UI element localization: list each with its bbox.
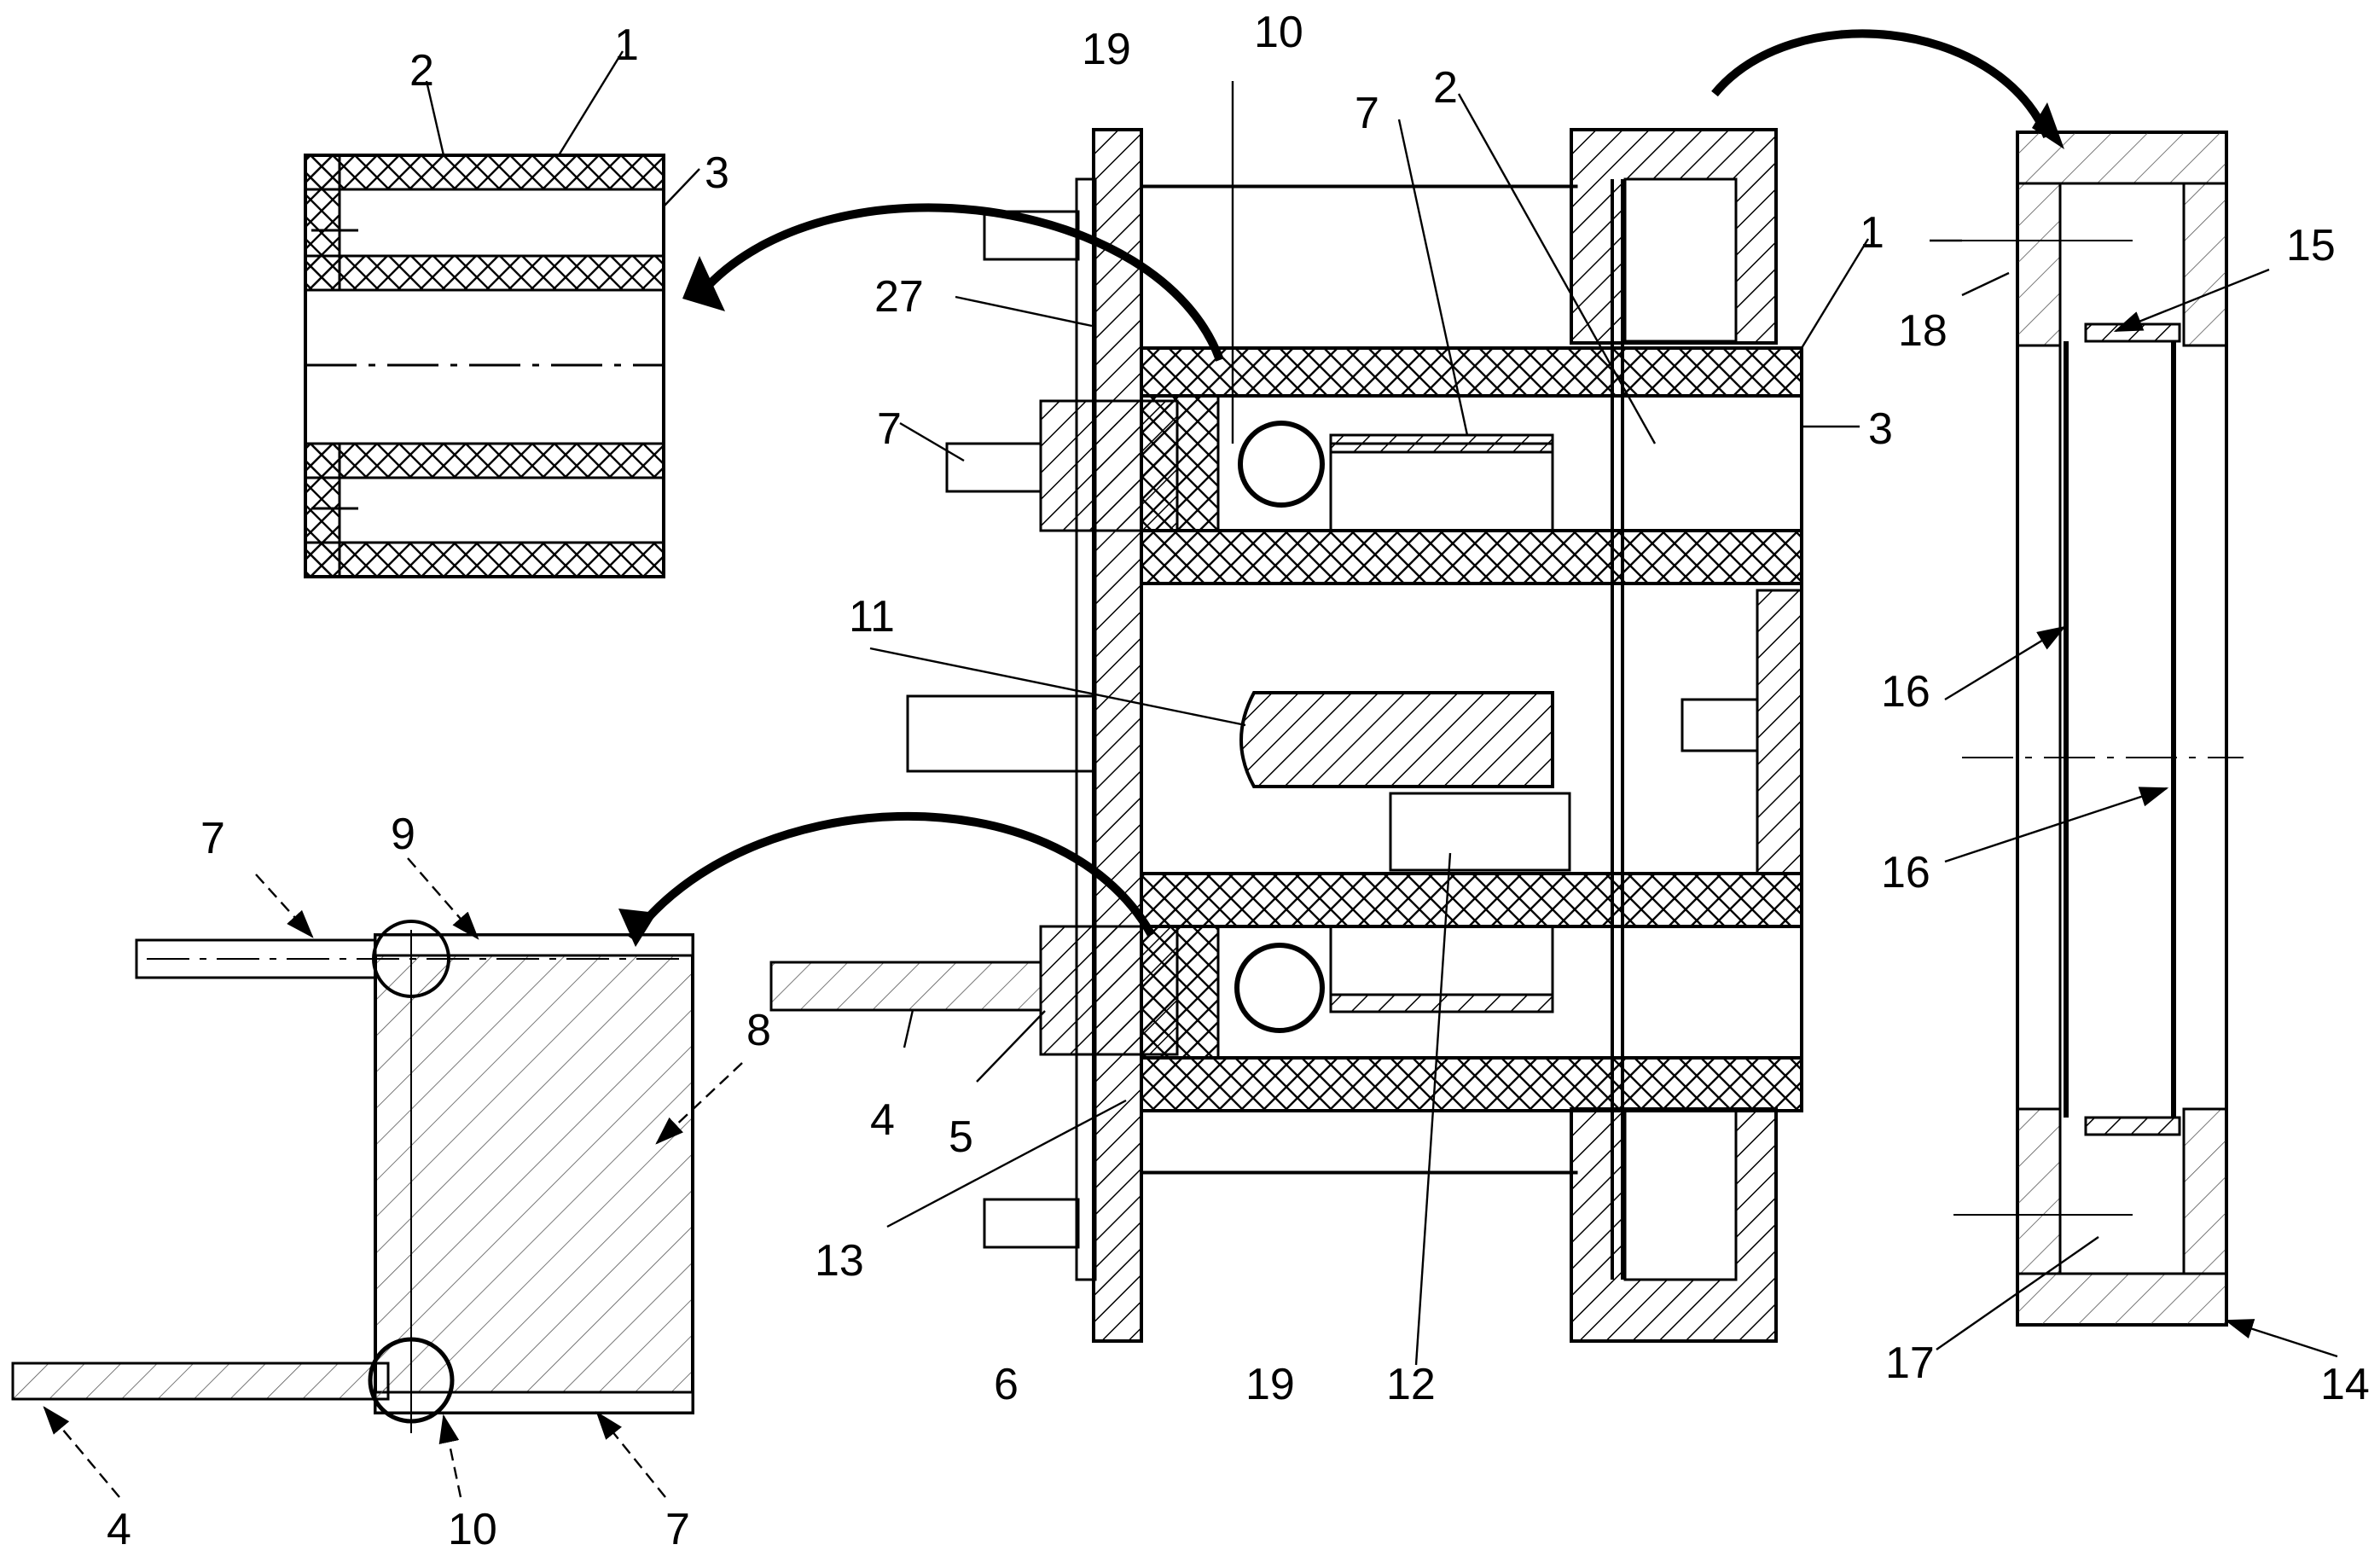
curved-arrow-head-bottom: [618, 909, 657, 947]
label-main-7-left: 7: [877, 404, 902, 454]
label-right-18: 18: [1898, 306, 1948, 356]
label-main-1: 1: [1860, 208, 1884, 258]
bottom-left-mould: [11, 920, 694, 1433]
label-bottom-10: 10: [448, 1505, 497, 1554]
label-main-12: 12: [1386, 1360, 1436, 1409]
label-main-10-top: 10: [1254, 8, 1303, 57]
label-main-27: 27: [874, 272, 924, 322]
label-bottom-4: 4: [107, 1505, 131, 1554]
label-main-19-bottom: 19: [1245, 1360, 1295, 1409]
label-inset-1: 1: [614, 20, 639, 70]
label-right-17: 17: [1885, 1338, 1935, 1388]
label-right-15: 15: [2286, 221, 2336, 270]
label-main-4: 4: [870, 1095, 895, 1145]
label-bottom-7-top: 7: [200, 814, 225, 863]
label-main-11: 11: [849, 592, 895, 642]
right-tube-element: [1953, 131, 2244, 1327]
curved-arrows: [618, 29, 2064, 947]
label-right-14: 14: [2320, 1360, 2370, 1409]
label-main-2: 2: [1433, 63, 1458, 113]
label-main-13: 13: [815, 1236, 864, 1286]
label-right-16-lower: 16: [1881, 848, 1930, 897]
curved-arrow-head-right: [2032, 102, 2064, 149]
label-bottom-8: 8: [746, 1006, 771, 1055]
curved-arrow-head-inset: [682, 256, 725, 311]
inset-tube-section: [304, 154, 665, 578]
label-main-5: 5: [949, 1112, 973, 1162]
reference-labels: 1 2 3 19 10 7 2 1 3 27 7 11 4 5 13 6 19 …: [107, 8, 2370, 1554]
label-bottom-9: 9: [391, 810, 415, 859]
label-main-19-top: 19: [1082, 25, 1131, 74]
label-main-7-top: 7: [1355, 89, 1379, 138]
leader-lines: [43, 50, 2338, 1498]
label-main-6: 6: [994, 1360, 1019, 1409]
main-assembly: [769, 128, 1803, 1343]
label-right-16-upper: 16: [1881, 667, 1930, 717]
label-inset-3: 3: [705, 148, 729, 198]
label-bottom-7-bottom: 7: [665, 1505, 690, 1554]
label-inset-2: 2: [409, 46, 434, 96]
label-main-3: 3: [1868, 404, 1893, 454]
